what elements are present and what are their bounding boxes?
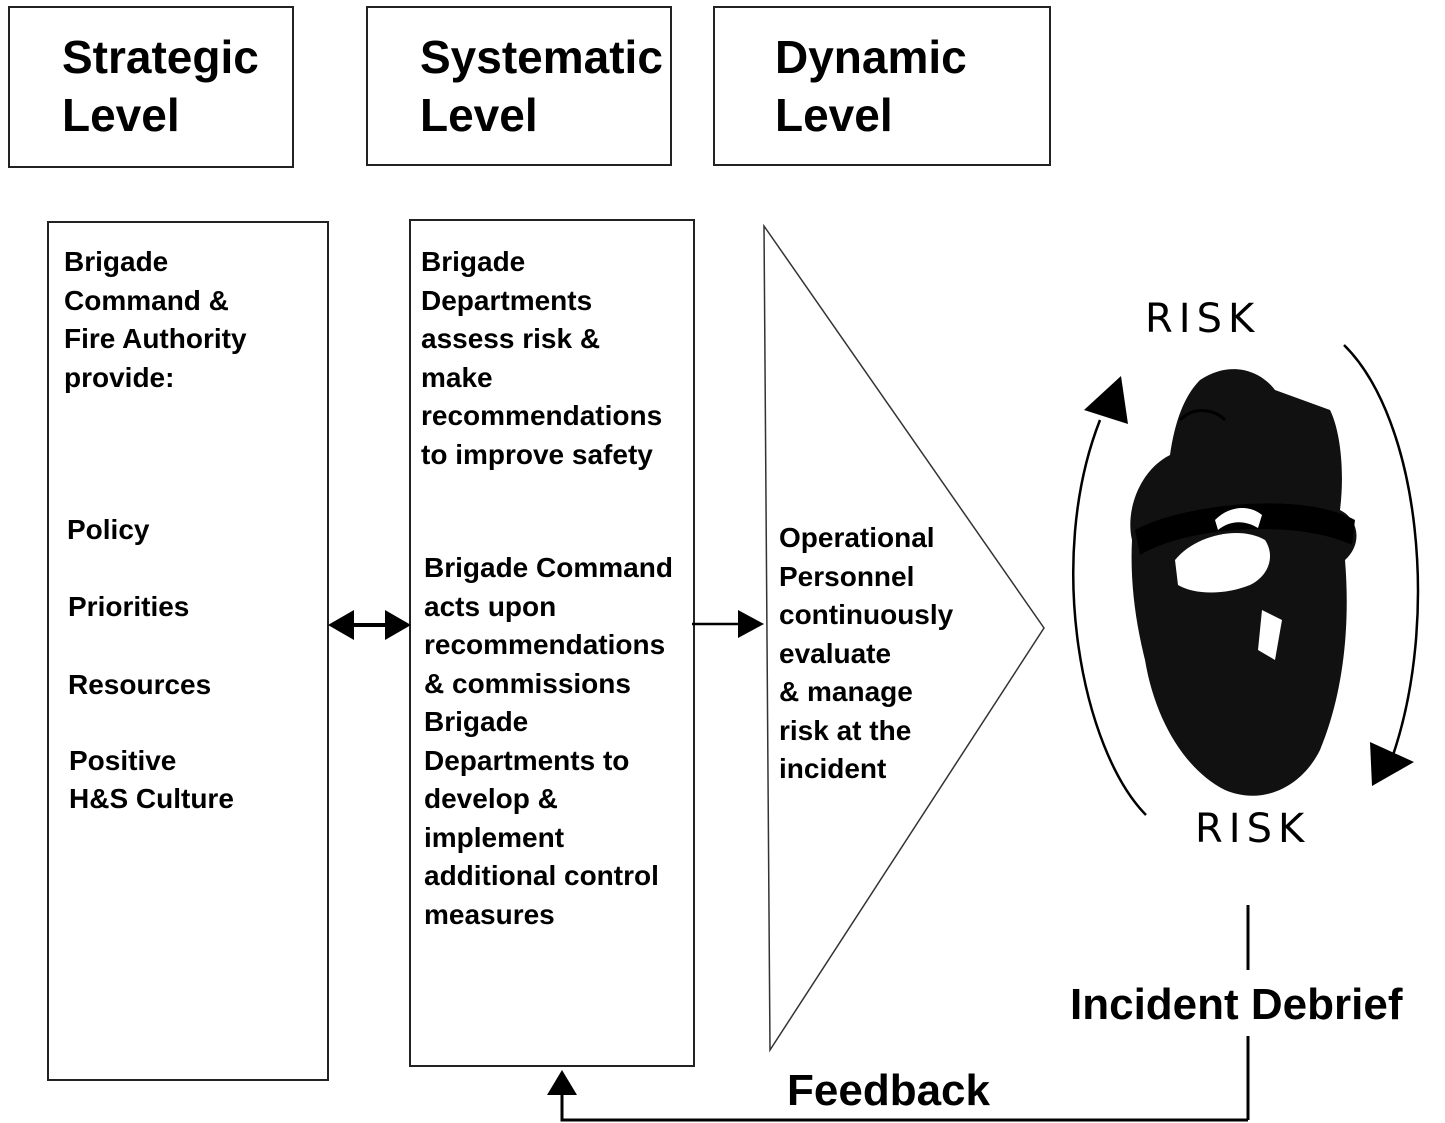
risk-bottom-label: RISK	[1195, 806, 1311, 852]
dynamic-triangle	[763, 223, 1045, 1053]
strategic-intro-text: Brigade Command & Fire Authority provide…	[64, 243, 247, 397]
dynamic-text-line: Personnel	[779, 560, 915, 592]
systematic-block2-text: Brigade Command acts upon recommendation…	[424, 549, 673, 934]
systematic-block2-line: develop &	[424, 783, 558, 814]
strategic-item-hs-culture: H&S Culture	[69, 783, 234, 814]
systematic-block2-line: measures	[424, 898, 555, 930]
strategic-item-resources: Resources	[68, 669, 212, 700]
risk-cycle-left-arc	[1072, 419, 1147, 816]
header-dynamic-title: Dynamic Level	[775, 28, 967, 144]
dynamic-text-line: evaluate	[779, 637, 892, 669]
risk-cycle-up-arrow-icon	[1084, 376, 1128, 424]
systematic-block2-line: Departments to	[424, 744, 630, 776]
systematic-block2-line: Brigade	[424, 706, 529, 737]
firefighter-figure-icon	[1130, 369, 1357, 796]
systematic-block1-text: Brigade Departments assess risk & make r…	[421, 243, 662, 474]
feedback-up-arrow-icon	[547, 1070, 577, 1095]
header-strategic-title: Strategic Level	[62, 28, 259, 144]
header-strategic-line1: Strategic	[62, 31, 259, 83]
systematic-block2-line: Brigade Command	[424, 552, 673, 583]
dynamic-text-line: Operational	[779, 522, 935, 553]
header-strategic-level: Strategic Level	[8, 6, 294, 168]
header-systematic-level: Systematic Level	[366, 6, 672, 166]
feedback-label: Feedback	[787, 1066, 990, 1115]
strategic-item-positive-culture: Positive H&S Culture	[69, 742, 234, 818]
strategic-intro-line: Brigade	[64, 246, 169, 277]
systematic-block2-line: implement	[424, 821, 565, 853]
header-systematic-line2: Level	[420, 89, 538, 141]
systematic-block1-line: Departments	[421, 284, 593, 316]
right-arrow-icon	[692, 610, 764, 638]
strategic-intro-line: Command &	[64, 284, 229, 316]
systematic-block1-line: recommendations	[421, 400, 663, 431]
dynamic-text-line: risk at the	[779, 714, 912, 746]
dynamic-text-line: & manage	[779, 676, 913, 707]
header-strategic-line2: Level	[62, 89, 180, 141]
risk-cycle-right-arc	[1343, 344, 1420, 759]
strategic-item-priorities: Priorities	[68, 591, 190, 622]
strategic-column-box	[47, 221, 329, 1081]
risk-cycle-down-arrow-icon	[1370, 742, 1414, 786]
header-dynamic-level: Dynamic Level	[713, 6, 1051, 166]
double-arrow-icon	[328, 610, 411, 640]
systematic-block2-line: recommendations	[424, 629, 666, 660]
dynamic-text-line: incident	[779, 753, 887, 784]
risk-top-label: RISK	[1145, 296, 1261, 342]
systematic-block2-line: acts upon	[424, 590, 557, 622]
dynamic-text-line: continuously	[779, 599, 954, 630]
header-dynamic-line1: Dynamic	[775, 31, 967, 83]
strategic-item-positive: Positive	[69, 745, 177, 776]
strategic-intro-line: provide:	[64, 361, 175, 393]
dynamic-text: Operational Personnel continuously evalu…	[779, 519, 953, 789]
header-systematic-line1: Systematic	[420, 31, 663, 83]
systematic-block1-line: to improve safety	[421, 438, 653, 470]
systematic-block1-line: assess risk &	[421, 323, 601, 354]
header-systematic-title: Systematic Level	[420, 28, 663, 144]
systematic-block1-line: make	[421, 361, 493, 393]
strategic-item-policy: Policy	[67, 514, 150, 545]
header-dynamic-line2: Level	[775, 89, 893, 141]
incident-debrief-label: Incident Debrief	[1070, 980, 1403, 1029]
systematic-column-box	[409, 219, 695, 1067]
systematic-block1-line: Brigade	[421, 246, 526, 277]
strategic-intro-line: Fire Authority	[64, 323, 247, 354]
feedback-connector	[560, 1092, 1248, 1122]
systematic-block2-line: & commissions	[424, 667, 631, 699]
systematic-block2-line: additional control	[424, 860, 659, 891]
